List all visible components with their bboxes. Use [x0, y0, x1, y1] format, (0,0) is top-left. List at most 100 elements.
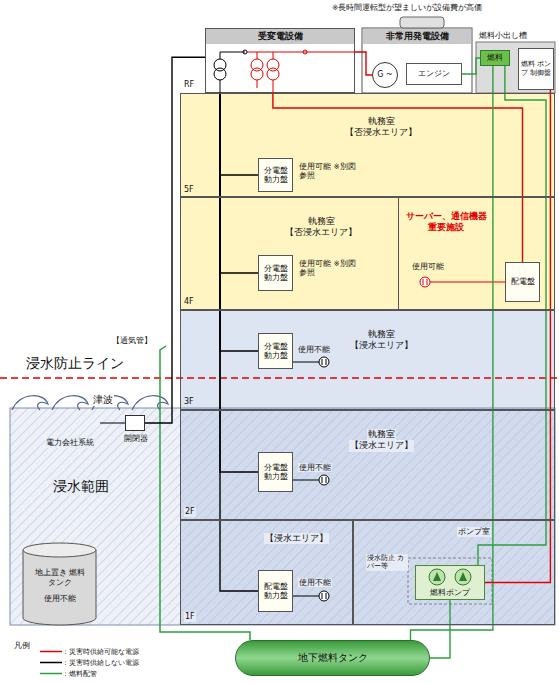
panel-box: 配電盤	[505, 262, 540, 302]
panel-box: 分電盤動力盤	[258, 158, 293, 192]
annotation-label: 使用可能	[412, 262, 444, 271]
generator-housing	[362, 28, 472, 93]
annotation-label: 浸水範囲	[52, 478, 110, 495]
legend-line	[40, 658, 62, 667]
muffler	[400, 17, 444, 28]
text-group: サーバー、通信機器 重要施設	[403, 211, 489, 232]
control-panel-box: 燃料 ポンプ 制御盤	[518, 48, 554, 90]
annotation-label: 使用不能	[298, 463, 332, 472]
node-text: 動力盤	[263, 472, 289, 481]
legend-text: ：災害時供給しない電源	[62, 659, 139, 667]
text-group: 受変電設備	[206, 29, 354, 44]
node-text: 地上置き 燃料タンク	[30, 568, 90, 588]
node-text: 執務室	[367, 429, 396, 440]
annotation-label: 4F	[184, 297, 194, 307]
node-text: 分電盤	[263, 264, 289, 273]
annotation-label: 津波	[92, 394, 114, 406]
wire-connector	[485, 90, 550, 583]
annotation-label: 使用不能	[298, 345, 330, 354]
annotation-label: 使用可能 ※別図参照	[299, 259, 361, 277]
panel-box: 配電盤動力盤	[258, 570, 293, 612]
node-text: 分電盤	[263, 342, 289, 351]
annotation-label: 燃料小出し槽	[479, 31, 527, 40]
text-group: 【浸水エリア】	[241, 533, 351, 544]
node-text: 執務室	[367, 329, 396, 340]
node-text: 【浸水エリア】	[264, 533, 329, 544]
node-text: 執務室	[307, 216, 336, 227]
node-text: 動力盤	[263, 591, 289, 600]
node-text: 【浸水エリア】	[349, 440, 414, 451]
text-group: 燃料	[481, 51, 509, 65]
fuel-house	[476, 42, 555, 93]
floor-fill	[180, 310, 555, 410]
substation-box: 受変電設備	[205, 28, 355, 93]
annotation-label: 浸水防止 カバー等	[366, 554, 408, 571]
pump-room: ポンプ室燃料ポンプ	[353, 520, 555, 625]
node-text: 執務室	[367, 116, 396, 127]
wire-connector	[411, 66, 493, 640]
flood-hatch	[10, 408, 555, 625]
node-text: 【否浸水エリア】	[284, 227, 358, 238]
utility-line	[100, 423, 125, 424]
floor-band: 執務室【否浸水エリア】分電盤動力盤	[180, 93, 555, 197]
node-text: 【浸水エリア】	[349, 340, 414, 351]
annotation-label: 使用不能	[298, 578, 332, 587]
text-group: G ~	[373, 63, 397, 87]
wire-connector	[355, 52, 372, 75]
legend-item: ：災害時供給可能な電源	[40, 641, 139, 651]
annotation-label: 使用可能 ※別図参照	[299, 162, 361, 180]
day-tank-box: 燃料	[480, 50, 510, 66]
text-group: 地下燃料タンク	[236, 641, 429, 675]
text-group: 分電盤動力盤	[259, 453, 292, 491]
node-text: 動力盤	[263, 351, 289, 360]
switch-box: 開閉器	[125, 415, 145, 431]
annotation-label: 3F	[184, 397, 194, 407]
outlet-symbols	[293, 357, 329, 601]
tank-cylinder: 地上置き 燃料タンク使用不能	[22, 540, 97, 625]
floor-fill	[180, 197, 555, 310]
wire-connector	[478, 66, 546, 565]
text-group: 燃料ポンプ	[416, 588, 484, 598]
node-text: 配電盤	[510, 277, 536, 287]
tsunami-waves	[12, 396, 168, 410]
legend-line	[40, 669, 62, 678]
generator-circle: G ~	[372, 62, 398, 88]
text-group: 分電盤動力盤	[259, 256, 292, 290]
wire-connector	[220, 93, 258, 351]
flood-area	[10, 408, 555, 625]
node-text: サーバー、通信機器 重要施設	[403, 211, 489, 232]
legend-item: ：災害時供給しない電源	[40, 652, 139, 662]
annotation-label: 凡例	[14, 641, 30, 650]
server-room: サーバー、通信機器 重要施設配電盤	[398, 197, 555, 310]
header-text: 非常用発電設備	[363, 29, 471, 44]
wire-connector	[220, 93, 258, 273]
text-group: 執務室【否浸水エリア】	[241, 216, 401, 239]
text-group: 配電盤	[506, 263, 539, 301]
header-text: 受変電設備	[206, 29, 354, 44]
text-group: 燃料 ポンプ 制御盤	[519, 49, 553, 89]
floor-band: 執務室【否浸水エリア】分電盤動力盤 サーバー、通信機器 重要施設配電盤	[180, 197, 555, 310]
annotation-label: RF	[184, 80, 194, 90]
wire-connector	[220, 93, 258, 591]
pump-box: 燃料ポンプ	[415, 565, 485, 600]
annotation-label: 浸水防止ライン	[26, 355, 124, 372]
node-text: 燃料ポンプ	[429, 588, 471, 598]
wire-connector	[220, 93, 258, 175]
node-text: 動力盤	[263, 175, 289, 184]
text-group: 執務室【浸水エリア】	[281, 429, 481, 452]
vent-pipe	[160, 346, 250, 640]
node-text: エンジン	[417, 69, 451, 79]
text-group: 非常用発電設備	[363, 29, 471, 44]
flood-prevention-line	[0, 377, 559, 378]
node-text: 地下燃料タンク	[297, 652, 369, 665]
text-group: 分電盤動力盤	[259, 334, 292, 368]
underground-tank: 地下燃料タンク	[235, 640, 430, 676]
text-group: 執務室【否浸水エリア】	[281, 116, 481, 139]
floor-band: 執務室【浸水エリア】分電盤動力盤	[180, 410, 555, 520]
wire-connector	[430, 600, 450, 658]
generator-box: 非常用発電設備 G ~ エンジン	[362, 28, 472, 93]
panel-box: 分電盤動力盤	[258, 333, 293, 369]
text-group: 地上置き 燃料タンク使用不能	[30, 568, 90, 604]
panel-box: 分電盤動力盤	[258, 255, 293, 291]
